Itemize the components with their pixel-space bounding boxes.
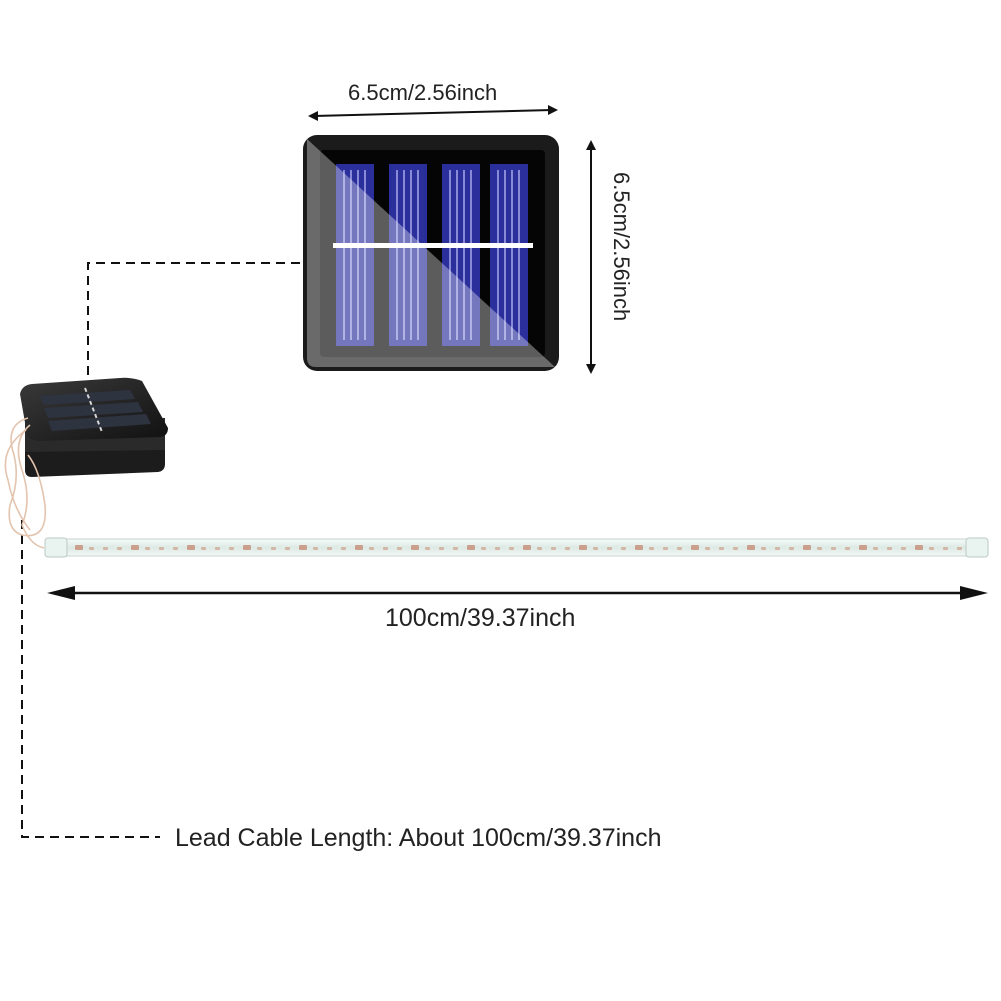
led-chip: [915, 545, 923, 550]
led-chip: [467, 545, 475, 550]
led-chip: [901, 547, 906, 550]
led-chip: [103, 547, 108, 550]
led-chip: [677, 547, 682, 550]
led-chip: [663, 547, 668, 550]
led-chip: [89, 547, 94, 550]
solar-cell: [490, 164, 528, 346]
led-chip: [579, 545, 587, 550]
led-chip: [761, 547, 766, 550]
led-chip: [271, 547, 276, 550]
led-chip: [187, 545, 195, 550]
solar-cell: [442, 164, 480, 346]
panel-width-arrow: [308, 105, 558, 121]
led-chip: [327, 547, 332, 550]
led-chip: [453, 547, 458, 550]
led-chip: [173, 547, 178, 550]
panel-height-label: 6.5cm/2.56inch: [609, 172, 634, 322]
panel-bus-bar: [333, 243, 533, 248]
led-chip: [495, 547, 500, 550]
led-chip: [621, 547, 626, 550]
led-chip: [523, 545, 531, 550]
led-chip: [481, 547, 486, 550]
led-chip: [551, 547, 556, 550]
led-strip: [44, 537, 989, 558]
solar-panel: [303, 135, 559, 371]
led-chip: [733, 547, 738, 550]
led-chip: [817, 547, 822, 550]
led-chip: [131, 545, 139, 550]
led-chip: [607, 547, 612, 550]
led-chip: [215, 547, 220, 550]
led-chip: [873, 547, 878, 550]
panel-height-arrow: [586, 140, 596, 374]
lead-cable-dashed-line: [21, 520, 160, 838]
led-chip: [943, 547, 948, 550]
led-chip: [313, 547, 318, 550]
strip-length-arrow: [47, 586, 988, 600]
led-chip: [117, 547, 122, 550]
led-chip: [803, 545, 811, 550]
led-chip: [509, 547, 514, 550]
solar-cells: [336, 164, 528, 346]
led-chip: [243, 545, 251, 550]
led-chip: [257, 547, 262, 550]
led-chip: [383, 547, 388, 550]
led-chip: [831, 547, 836, 550]
led-chip: [859, 545, 867, 550]
led-chip: [411, 545, 419, 550]
led-chip: [201, 547, 206, 550]
led-chip: [775, 547, 780, 550]
led-chip: [285, 547, 290, 550]
led-chip: [75, 545, 83, 550]
led-chip: [439, 547, 444, 550]
led-chip: [299, 545, 307, 550]
led-chip: [565, 547, 570, 550]
led-chip: [887, 547, 892, 550]
led-chip: [845, 547, 850, 550]
led-chip: [369, 547, 374, 550]
led-chip: [397, 547, 402, 550]
cable-length-label: Lead Cable Length: About 100cm/39.37inch: [175, 824, 662, 852]
lead-cable: [4, 417, 47, 549]
solar-cell: [389, 164, 427, 346]
led-chip: [537, 547, 542, 550]
led-chip: [355, 545, 363, 550]
led-chip: [789, 547, 794, 550]
led-chip: [705, 547, 710, 550]
led-chip: [691, 545, 699, 550]
panel-connector-dashed-line: [87, 262, 300, 380]
solar-battery-box: [20, 377, 168, 477]
led-chip: [593, 547, 598, 550]
panel-glare: [307, 139, 555, 367]
led-chip: [719, 547, 724, 550]
led-chip: [747, 545, 755, 550]
led-chip: [159, 547, 164, 550]
led-chip: [649, 547, 654, 550]
led-chip: [635, 545, 643, 550]
led-chip: [229, 547, 234, 550]
led-chip: [145, 547, 150, 550]
panel-width-label: 6.5cm/2.56inch: [348, 80, 498, 105]
led-chip: [425, 547, 430, 550]
led-chip: [957, 547, 962, 550]
led-chips: [75, 545, 962, 550]
strip-length-label: 100cm/39.37inch: [385, 604, 576, 632]
led-chip: [341, 547, 346, 550]
led-chip: [929, 547, 934, 550]
solar-cell: [336, 164, 374, 346]
